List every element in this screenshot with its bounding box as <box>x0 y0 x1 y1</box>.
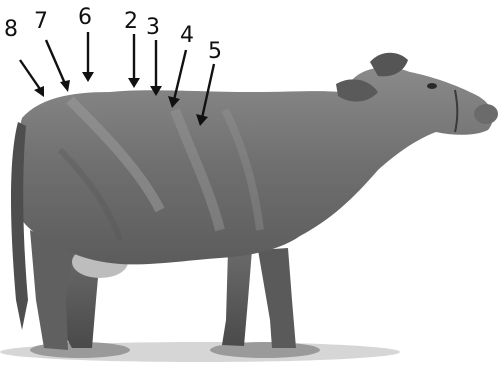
label-4: 4 <box>180 23 194 48</box>
number-labels: 8 7 6 2 3 4 5 <box>4 5 222 64</box>
label-7: 7 <box>34 9 48 34</box>
arrow-6 <box>82 32 94 82</box>
arrow-7 <box>46 40 70 92</box>
label-2: 2 <box>124 9 138 34</box>
cow-illustration <box>11 53 498 350</box>
arrow-8 <box>20 60 44 97</box>
arrow-2 <box>128 34 140 88</box>
label-6: 6 <box>78 5 92 30</box>
label-8: 8 <box>4 17 18 42</box>
label-3: 3 <box>146 15 160 40</box>
arrow-3 <box>150 40 162 96</box>
label-5: 5 <box>208 39 222 64</box>
